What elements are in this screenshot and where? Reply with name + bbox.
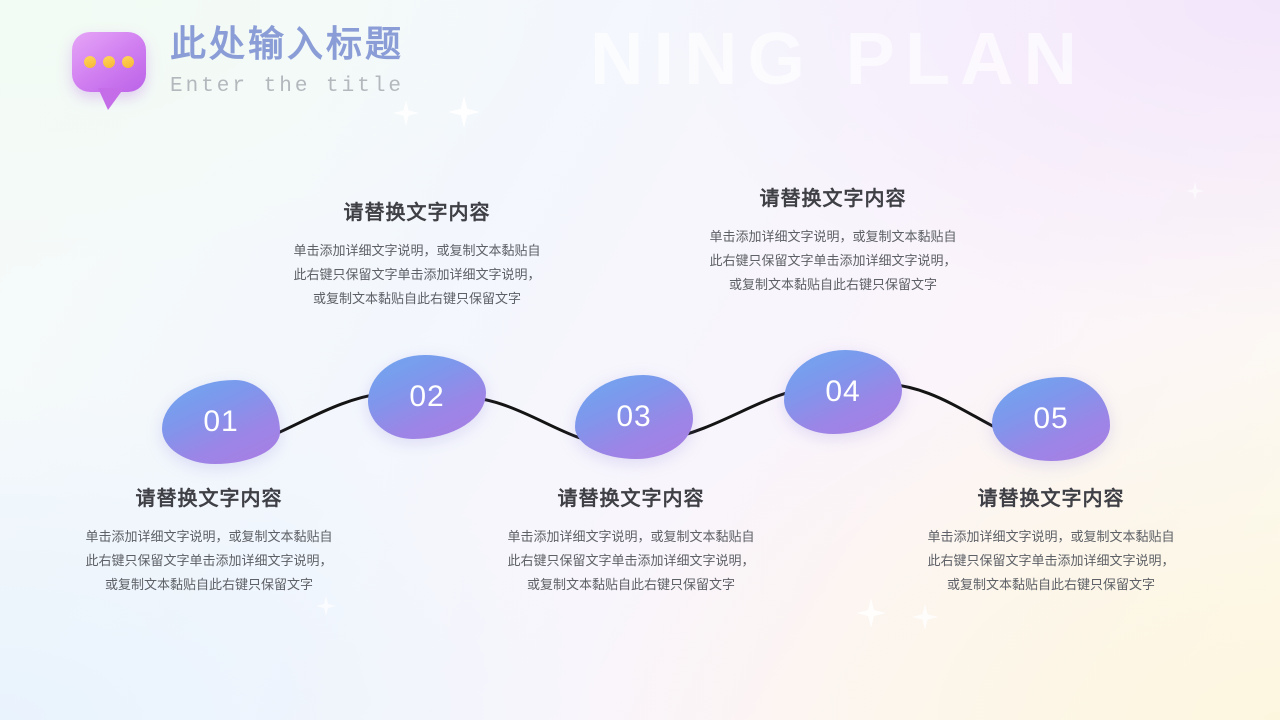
slide-header: 此处输入标题 Enter the title <box>72 26 404 110</box>
bubble-dot-icon <box>103 55 115 68</box>
step-text-05: 请替换文字内容 单击添加详细文字说明，或复制文本黏贴自此右键只保留文字单击添加详… <box>926 482 1176 597</box>
step-badge-04[interactable]: 04 <box>784 350 902 434</box>
step-text-01: 请替换文字内容 单击添加详细文字说明，或复制文本黏贴自此右键只保留文字单击添加详… <box>84 482 334 597</box>
page-subtitle: Enter the title <box>170 75 405 98</box>
step-heading: 请替换文字内容 <box>135 488 283 510</box>
sparkle-icon <box>856 598 886 628</box>
step-heading: 请替换文字内容 <box>557 488 705 510</box>
step-heading: 请替换文字内容 <box>343 202 491 224</box>
sparkle-icon <box>912 604 938 630</box>
step-body: 单击添加详细文字说明，或复制文本黏贴自此右键只保留文字单击添加详细文字说明，或复… <box>709 229 957 292</box>
page-title: 此处输入标题 <box>170 24 405 64</box>
step-body: 单击添加详细文字说明，或复制文本黏贴自此右键只保留文字单击添加详细文字说明，或复… <box>927 529 1175 592</box>
step-badge-03[interactable]: 03 <box>575 375 693 459</box>
step-number: 04 <box>825 375 861 408</box>
step-number: 05 <box>1033 402 1069 435</box>
sparkle-icon <box>393 100 419 126</box>
step-text-04: 请替换文字内容 单击添加详细文字说明，或复制文本黏贴自此右键只保留文字单击添加详… <box>708 182 958 297</box>
step-badge-01[interactable]: 01 <box>162 380 280 464</box>
speech-bubble-icon <box>72 31 146 110</box>
sparkle-icon <box>1186 182 1204 200</box>
bubble-dot-icon <box>84 55 96 68</box>
blob-shape-icon <box>784 350 902 434</box>
blob-shape-icon <box>992 377 1110 461</box>
blob-shape-icon <box>162 380 280 464</box>
step-text-02: 请替换文字内容 单击添加详细文字说明，或复制文本黏贴自此右键只保留文字单击添加详… <box>292 196 542 311</box>
step-badge-02[interactable]: 02 <box>368 355 486 439</box>
step-body: 单击添加详细文字说明，或复制文本黏贴自此右键只保留文字单击添加详细文字说明，或复… <box>85 529 333 592</box>
step-heading: 请替换文字内容 <box>759 188 907 210</box>
sparkle-icon <box>448 96 480 128</box>
step-body: 单击添加详细文字说明，或复制文本黏贴自此右键只保留文字单击添加详细文字说明，或复… <box>293 243 541 306</box>
title-group: 此处输入标题 Enter the title <box>170 26 404 97</box>
step-number: 03 <box>616 400 652 433</box>
step-heading: 请替换文字内容 <box>977 488 1125 510</box>
sparkle-icon <box>316 596 336 616</box>
step-number: 01 <box>203 405 239 438</box>
step-badge-05[interactable]: 05 <box>992 377 1110 461</box>
step-text-03: 请替换文字内容 单击添加详细文字说明，或复制文本黏贴自此右键只保留文字单击添加详… <box>506 482 756 597</box>
step-number: 02 <box>409 380 445 413</box>
step-body: 单击添加详细文字说明，或复制文本黏贴自此右键只保留文字单击添加详细文字说明，或复… <box>507 529 755 592</box>
background-watermark-text: NING PLAN <box>590 17 1087 100</box>
bubble-dot-icon <box>122 55 134 68</box>
blob-shape-icon <box>575 375 693 459</box>
